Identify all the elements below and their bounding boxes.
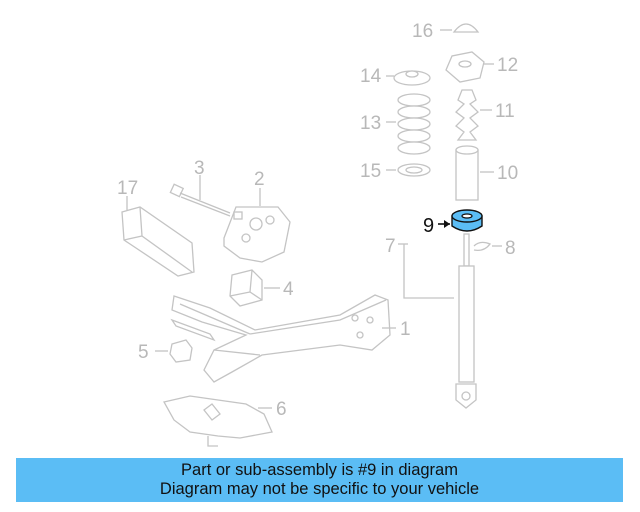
callout-9: 9 <box>423 215 434 237</box>
callout-6: 6 <box>276 399 287 420</box>
banner-line-1: Part or sub-assembly is #9 in diagram <box>181 461 458 479</box>
callout-15: 15 <box>360 161 381 182</box>
part-17[interactable]: 17 <box>117 178 195 277</box>
parts-diagram: 17 3 2 4 1 5 <box>117 21 518 447</box>
callout-2: 2 <box>254 169 265 190</box>
callout-5: 5 <box>138 342 149 363</box>
callout-7: 7 <box>385 236 396 257</box>
callout-4: 4 <box>283 279 294 300</box>
callout-10: 10 <box>497 163 518 184</box>
part-3[interactable]: 3 <box>169 158 231 217</box>
callout-14: 14 <box>360 66 382 87</box>
part-14[interactable]: 14 <box>360 66 431 87</box>
callout-16: 16 <box>412 21 433 42</box>
part-1[interactable]: 1 <box>170 294 411 383</box>
callout-3: 3 <box>194 158 205 179</box>
info-banner: Part or sub-assembly is #9 in diagram Di… <box>16 458 623 502</box>
part-4[interactable]: 4 <box>229 269 294 307</box>
callout-11: 11 <box>495 101 515 122</box>
part-5[interactable]: 5 <box>138 339 193 363</box>
part-12[interactable]: 12 <box>445 51 518 83</box>
callout-1: 1 <box>400 319 411 340</box>
part-15[interactable]: 15 <box>360 161 431 182</box>
callout-13: 13 <box>360 113 381 134</box>
part-10[interactable]: 10 <box>455 145 518 201</box>
callout-12: 12 <box>497 55 518 76</box>
part-8[interactable]: 8 <box>473 238 516 259</box>
callout-17: 17 <box>117 178 138 199</box>
part-7[interactable]: 7 <box>385 233 477 409</box>
banner-line-2: Diagram may not be specific to your vehi… <box>159 480 480 498</box>
part-6[interactable]: 6 <box>163 395 287 447</box>
part-16[interactable]: 16 <box>412 21 480 42</box>
callout-8: 8 <box>505 238 516 259</box>
part-11[interactable]: 11 <box>455 89 515 141</box>
part-13[interactable]: 13 <box>360 93 431 155</box>
part-9[interactable]: 9 <box>423 209 483 237</box>
part-2[interactable]: 2 <box>223 169 291 263</box>
